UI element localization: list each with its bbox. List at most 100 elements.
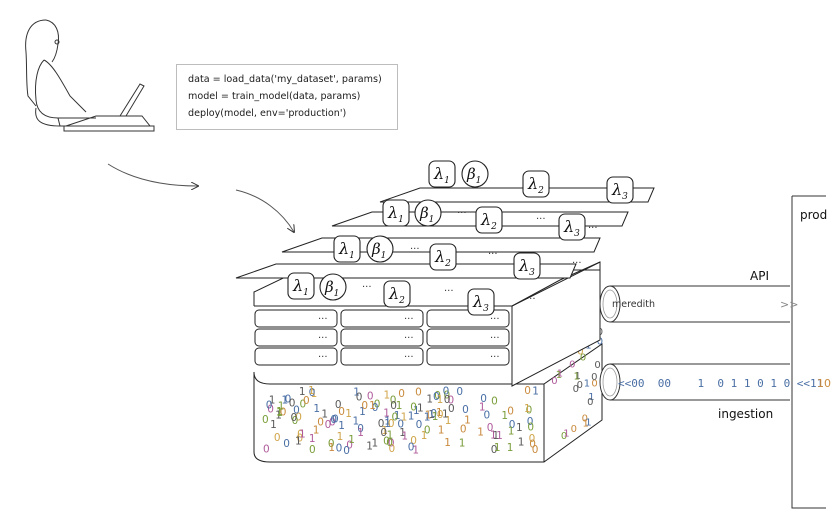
data-digit: 0 <box>561 431 567 442</box>
code-line-load: data = load_data('my_dataset', params) <box>188 74 382 85</box>
server-unit <box>254 309 338 328</box>
data-digit: 0 <box>367 390 374 402</box>
data-digit: 0 <box>527 416 534 428</box>
data-digit: 1 <box>353 387 360 399</box>
data-digit: 1 <box>313 403 320 415</box>
lambda2-node: λ2 <box>475 206 503 234</box>
data-digit: 1 <box>425 410 432 422</box>
data-digit: 0 <box>285 394 292 406</box>
data-digit: 0 <box>266 400 273 412</box>
data-digit: 1 <box>369 400 376 412</box>
data-digit: 0 <box>424 425 431 437</box>
data-digit: 0 <box>332 413 339 425</box>
data-digit: 1 <box>501 410 508 422</box>
data-digit: 1 <box>384 415 391 427</box>
data-digit: 0 <box>437 409 444 421</box>
server-unit-dots: ··· <box>490 352 500 363</box>
data-digit: 0 <box>374 398 381 410</box>
server-unit <box>340 309 424 328</box>
node-ellipsis: ··· <box>526 294 536 305</box>
ingestion-stream: <<00 00 1 0 1 1 0 1 0 <<11 <box>618 377 823 390</box>
svg-text:λ1: λ1 <box>433 164 450 186</box>
server-unit-dots: ··· <box>404 333 414 344</box>
data-digit: 0 <box>484 410 491 422</box>
data-digit: 0 <box>487 422 494 434</box>
lambda3-node: λ3 <box>467 288 495 316</box>
svg-text:λ3: λ3 <box>611 180 628 202</box>
flow-arrow-upper <box>107 163 198 186</box>
data-digit: 1 <box>348 434 355 446</box>
data-digit: 0 <box>480 393 487 405</box>
data-digit: 1 <box>313 425 320 437</box>
svg-text:β1: β1 <box>371 240 386 261</box>
data-digit: 1 <box>394 410 401 422</box>
data-digit: 0 <box>410 402 417 414</box>
data-digit: 1 <box>477 427 484 439</box>
server-unit-dots: ··· <box>318 333 328 344</box>
data-digit: 0 <box>408 442 415 454</box>
data-digit: 0 <box>509 419 516 431</box>
node-ellipsis: ··· <box>588 223 598 234</box>
data-digit: 0 <box>591 372 597 383</box>
data-digit: 0 <box>597 336 603 347</box>
server-unit <box>254 328 338 347</box>
data-digit: 1 <box>493 430 500 442</box>
data-digit: 1 <box>299 428 306 440</box>
svg-text:λ3: λ3 <box>518 256 535 278</box>
data-digit: 1 <box>575 371 581 382</box>
node-ellipsis: ··· <box>457 208 467 219</box>
node-ellipsis: ··· <box>488 249 498 260</box>
data-digit: 1 <box>328 442 335 454</box>
data-digit: 1 <box>401 412 408 424</box>
lambda3-node: λ3 <box>558 213 586 241</box>
data-digit: 0 <box>390 400 397 412</box>
data-digit: 1 <box>275 410 282 422</box>
data-digit: 0 <box>357 423 364 435</box>
data-digit: 0 <box>356 391 363 403</box>
server-unit <box>254 347 338 366</box>
data-digit: 0 <box>388 437 395 449</box>
beta1-node: β1 <box>366 235 394 263</box>
data-digit: 0 <box>386 437 393 449</box>
data-digit: 1 <box>494 442 501 454</box>
prod-environment: prod <box>791 195 827 509</box>
data-digit: 0 <box>297 433 304 445</box>
data-digit: 1 <box>524 403 531 415</box>
data-digit: 0 <box>389 443 396 455</box>
data-digit: 1 <box>437 394 444 406</box>
lambda2-node: λ2 <box>429 243 457 271</box>
data-digit: 0 <box>524 385 531 397</box>
data-digit: 0 <box>325 419 332 431</box>
prod-label: prod <box>800 208 827 222</box>
data-digit: 0 <box>415 386 422 398</box>
data-digit: 0 <box>267 404 274 416</box>
data-digit: 0 <box>410 435 417 447</box>
svg-text:λ3: λ3 <box>563 217 580 239</box>
data-digit: 1 <box>557 368 563 379</box>
data-digit: 1 <box>401 431 408 443</box>
ingestion-pipe: <<00 00 1 0 1 1 0 1 0 <<11 10 ingestion <box>599 363 831 421</box>
data-digit: 0 <box>529 433 536 445</box>
lambda3-node: λ3 <box>513 252 541 280</box>
data-digit: 0 <box>526 405 533 417</box>
person-at-laptop-icon <box>25 19 155 132</box>
data-digit: 0 <box>532 444 539 456</box>
data-digit: 0 <box>335 399 342 411</box>
data-digit: 1 <box>426 394 433 406</box>
data-digit: 0 <box>591 378 597 389</box>
beta1-node: β1 <box>414 199 442 227</box>
data-digit: 0 <box>388 418 395 430</box>
data-digit: 1 <box>444 437 451 449</box>
data-digit: 1 <box>399 427 406 439</box>
data-digit: 0 <box>372 402 379 414</box>
data-digit: 1 <box>366 440 373 452</box>
data-digit: 1 <box>381 425 388 437</box>
server-unit-dots: ··· <box>490 333 500 344</box>
svg-text:λ2: λ2 <box>527 174 544 196</box>
data-digit: 0 <box>398 388 405 400</box>
data-digit: 1 <box>412 444 419 456</box>
data-digit: 1 <box>276 407 283 419</box>
svg-text:β1: β1 <box>466 165 481 186</box>
